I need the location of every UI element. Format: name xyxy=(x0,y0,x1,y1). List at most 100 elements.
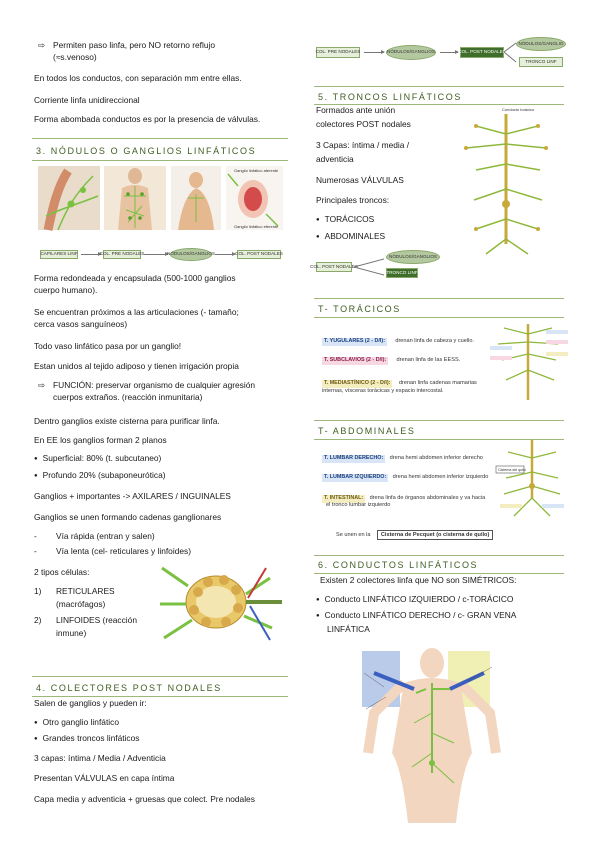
abdominal-trunks-illustration: Cisterna del quilo xyxy=(495,440,564,517)
thoracic-trunks-illustration xyxy=(490,324,568,400)
flow-step: NÓDULOS/GANGLIOS xyxy=(386,45,436,60)
thoracic-trunks-figure xyxy=(488,320,570,402)
trunk-description: drena linfa de órganos abdominales y va … xyxy=(369,495,486,501)
arrow-right-icon xyxy=(144,252,169,256)
arrow-right-icon xyxy=(364,50,385,54)
paragraph: LINFÁTICA xyxy=(327,624,370,634)
bullet-item: Conducto LINFÁTICO DERECHO / c- GRAN VEN… xyxy=(316,609,517,621)
paragraph: Capa media y adventicia + gruesas que co… xyxy=(34,794,255,804)
thoracic-duct-illustration: Conducto torácico xyxy=(464,107,548,255)
section-title: 6. CONDUCTOS LINFÁTICOS xyxy=(318,560,479,570)
paragraph: 3 Capas: íntima / media / xyxy=(316,140,410,150)
item-text: (macrófagos) xyxy=(56,599,106,609)
paragraph: Dentro ganglios existe cisterna para pur… xyxy=(34,416,220,426)
flow-step: NÓDULOS/GANGLIOS xyxy=(167,248,215,261)
trunk-description: drenan linfa cadenas mamarias xyxy=(398,380,477,386)
arrow-right-icon xyxy=(440,50,459,54)
lymph-ducts-illustration xyxy=(344,643,520,825)
section-rule xyxy=(32,160,288,161)
bullet-item: ABDOMINALES xyxy=(316,230,386,242)
trunk-tag: T. MEDIASTÍNICO (2 - D/I): xyxy=(322,380,393,388)
paragraph: Se encuentran próximos a las articulacio… xyxy=(34,307,239,317)
section-rule xyxy=(314,298,564,299)
section-rule xyxy=(314,573,564,574)
trunk-tag: T. YUGULARES (2 - D/I): xyxy=(322,338,387,346)
paragraph: Principales troncos: xyxy=(316,195,390,205)
paragraph: Existen 2 colectores linfa que NO son SI… xyxy=(320,575,517,585)
item-number: 2) xyxy=(34,615,42,625)
numbered-item: 2) LINFOIDES (reacción xyxy=(34,614,137,626)
flow-step: COL. POST NODALES xyxy=(235,250,283,259)
lymph-node-illustration: Ganglio linfático aferente Ganglio linfá… xyxy=(38,166,283,231)
lymph-node-section-illustration xyxy=(160,566,282,641)
paragraph: Formados ante unión xyxy=(316,105,396,115)
trunk-description: drenan linfa de las EESS. xyxy=(396,357,461,363)
bullet-item: TORÁCICOS xyxy=(316,213,375,225)
dash-text: Vía rápida (entran y salen) xyxy=(56,531,155,541)
section-rule xyxy=(314,420,564,421)
lymph-node-section-figure xyxy=(158,558,288,644)
trunk-tag: T. INTESTINAL: xyxy=(322,495,366,503)
trunk-row: T. LUMBAR IZQUIERDO: drena hemi abdomen … xyxy=(322,469,488,482)
paragraph: En EE los ganglios forman 2 planos xyxy=(34,435,167,445)
paragraph: Ganglios + importantes -> AXILARES / ING… xyxy=(34,491,231,501)
arrow-text: (≈s.venoso) xyxy=(53,52,97,63)
function-text: FUNCIÓN: preservar organismo de cualquie… xyxy=(53,380,256,390)
section-rule xyxy=(32,138,288,139)
paragraph: Todo vaso linfático pasa por un ganglio! xyxy=(34,341,182,351)
trunk-row: T. LUMBAR DERECHO: drena hemi abdomen in… xyxy=(322,450,483,463)
item-number: 1) xyxy=(34,586,42,596)
paragraph: Forma redondeada y encapsulada (500-1000… xyxy=(34,273,236,283)
paragraph: cerca vasos sanguíneos) xyxy=(34,319,128,329)
bullet-item: Grandes troncos linfáticos xyxy=(34,732,140,744)
arrow-item: ⇨ Permiten paso linfa, pero NO retorno r… xyxy=(38,39,215,63)
branch-arrow-icon xyxy=(353,258,385,276)
section-rule xyxy=(314,439,564,440)
section-title: 4. COLECTORES POST NODALES xyxy=(36,683,222,693)
section-title: T- TORÁCICOS xyxy=(318,304,401,314)
trunk-description: drena hemi abdomen inferior izquierdo xyxy=(392,474,489,480)
bullet-item: Superficial: 80% (t. subcutaneo) xyxy=(34,452,162,464)
trunk-row: T. YUGULARES (2 - D/I): drenan linfa de … xyxy=(322,333,474,346)
cistern-note: Se unen en la Cisterna de Pecquet (o cis… xyxy=(336,527,494,541)
section-rule xyxy=(314,555,564,556)
section-title: T- ABDOMINALES xyxy=(318,426,416,436)
flow-step: COL. POST NODALES xyxy=(310,262,358,272)
paragraph: Corriente linfa unidireccional xyxy=(34,95,140,105)
paragraph: Forma abombada conductos es por la prese… xyxy=(34,114,261,124)
figure-label: Ganglio linfático eferente xyxy=(234,224,279,229)
arrow-text: Permiten paso linfa, pero NO retorno ref… xyxy=(53,40,216,50)
paragraph: colectores POST nodales xyxy=(316,119,411,129)
flow-step: TRONCO LINF xyxy=(519,57,563,67)
trunk-tag: T. LUMBAR IZQUIERDO: xyxy=(322,474,389,482)
flow-step: CAPILARES LINF xyxy=(40,250,78,259)
arrow-right-icon xyxy=(215,252,236,256)
trunk-row: T. MEDIASTÍNICO (2 - D/I): drenan linfa … xyxy=(322,375,477,388)
paragraph: 3 capas: íntima / Media / Adventicia xyxy=(34,753,166,763)
figure-label: Conducto torácico xyxy=(502,107,535,112)
paragraph: Numerosas VÁLVULAS xyxy=(316,175,404,185)
branch-arrow-icon xyxy=(504,42,517,63)
arrow-right-icon: ⇨ xyxy=(38,380,46,390)
bullet-item: Otro ganglio linfático xyxy=(34,716,119,728)
cistern-box: Cisterna de Pecquet (o cisterna de quilo… xyxy=(376,530,494,541)
arrow-item: ⇨ FUNCIÓN: preservar organismo de cualqu… xyxy=(38,379,255,403)
section-rule xyxy=(32,676,288,677)
section-rule xyxy=(314,86,564,87)
paragraph: Presentan VÁLVULAS en capa íntima xyxy=(34,773,175,783)
item-text: LINFOIDES (reacción xyxy=(56,615,137,625)
paragraph: Salen de ganglios y pueden ir: xyxy=(34,698,147,708)
paragraph: En todos los conductos, con separación m… xyxy=(34,73,242,83)
flow-step: COL. PRE NODALES xyxy=(100,250,144,259)
trunk-tag: T. SUBCLAVIOS (2 - D/I): xyxy=(322,357,389,365)
item-text: RETICULARES xyxy=(56,586,115,596)
trunk-row: T. SUBCLAVIOS (2 - D/I): drenan linfa de… xyxy=(322,352,460,365)
lymph-node-figure: Ganglio linfático aferente Ganglio linfá… xyxy=(38,166,283,236)
item-text: inmune) xyxy=(56,628,87,638)
dash-item: -Vía lenta (cel- reticulares y linfoides… xyxy=(34,546,191,556)
bullet-item: Profundo 20% (subaponeurótica) xyxy=(34,469,166,481)
section-rule xyxy=(314,317,564,318)
numbered-item: 1) RETICULARES xyxy=(34,585,115,597)
trunk-row: T. INTESTINAL: drena linfa de órganos ab… xyxy=(322,490,485,503)
bullet-item: Conducto LINFÁTICO IZQUIERDO / c-TORÁCIC… xyxy=(316,593,514,605)
